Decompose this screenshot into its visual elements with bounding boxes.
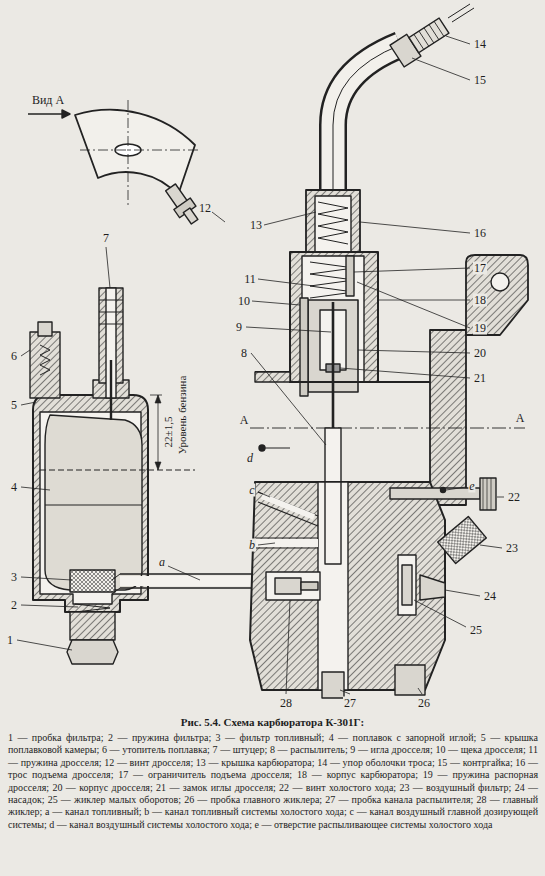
callout-number: 3 (10, 571, 18, 584)
figure-title: Рис. 5.4. Схема карбюратора К-301Г: (0, 716, 545, 729)
callout-number: 6 (10, 350, 18, 363)
callout-number: 1 (6, 634, 14, 647)
callout-number: 23 (505, 542, 519, 555)
callout-number: 9 (235, 321, 243, 334)
callout-number: 2 (10, 599, 18, 612)
callout-number: 25 (469, 624, 483, 637)
callout-number: 18 (473, 294, 487, 307)
float-chamber (30, 288, 255, 664)
section-mark: A (239, 414, 250, 427)
callout-number: 12 (198, 202, 212, 215)
callout-number: 15 (473, 74, 487, 87)
channel-letter: d (246, 452, 254, 465)
callout-number: 27 (343, 697, 357, 710)
callout-number: 28 (279, 697, 293, 710)
callout-number: 14 (473, 38, 487, 51)
channel-letter: c (248, 484, 255, 497)
view-a-sketch (28, 100, 203, 227)
callout-number: 8 (240, 347, 248, 360)
callout-number: 16 (473, 227, 487, 240)
callout-number: 19 (473, 322, 487, 335)
carburetor-body (250, 190, 528, 698)
callout-number: 21 (473, 372, 487, 385)
channel-letter: e (468, 480, 475, 493)
note: Уровень бензина (176, 375, 189, 456)
callout-number: 13 (249, 219, 263, 232)
carburetor-drawing (0, 0, 545, 715)
callout-number: 17 (473, 262, 487, 275)
callout-number: 4 (10, 481, 18, 494)
throttle-cable (333, 4, 474, 195)
leader-lines (17, 36, 504, 694)
callout-number: 20 (473, 347, 487, 360)
channel-letter: a (158, 556, 166, 569)
callout-number: 7 (102, 232, 110, 245)
callout-number: 5 (10, 399, 18, 412)
channel-letter: b (248, 539, 256, 552)
callout-number: 24 (483, 590, 497, 603)
section-mark: A (515, 412, 526, 425)
dimension: 22±1,5 (162, 416, 175, 449)
callout-number: 10 (237, 295, 251, 308)
callout-number: 22 (507, 491, 521, 504)
callout-number: 11 (243, 273, 257, 286)
callout-number: 26 (417, 697, 431, 710)
figure-caption: 1 — пробка фильтра; 2 — пружина фильтра;… (8, 732, 538, 831)
view-label: Вид А (31, 94, 65, 107)
